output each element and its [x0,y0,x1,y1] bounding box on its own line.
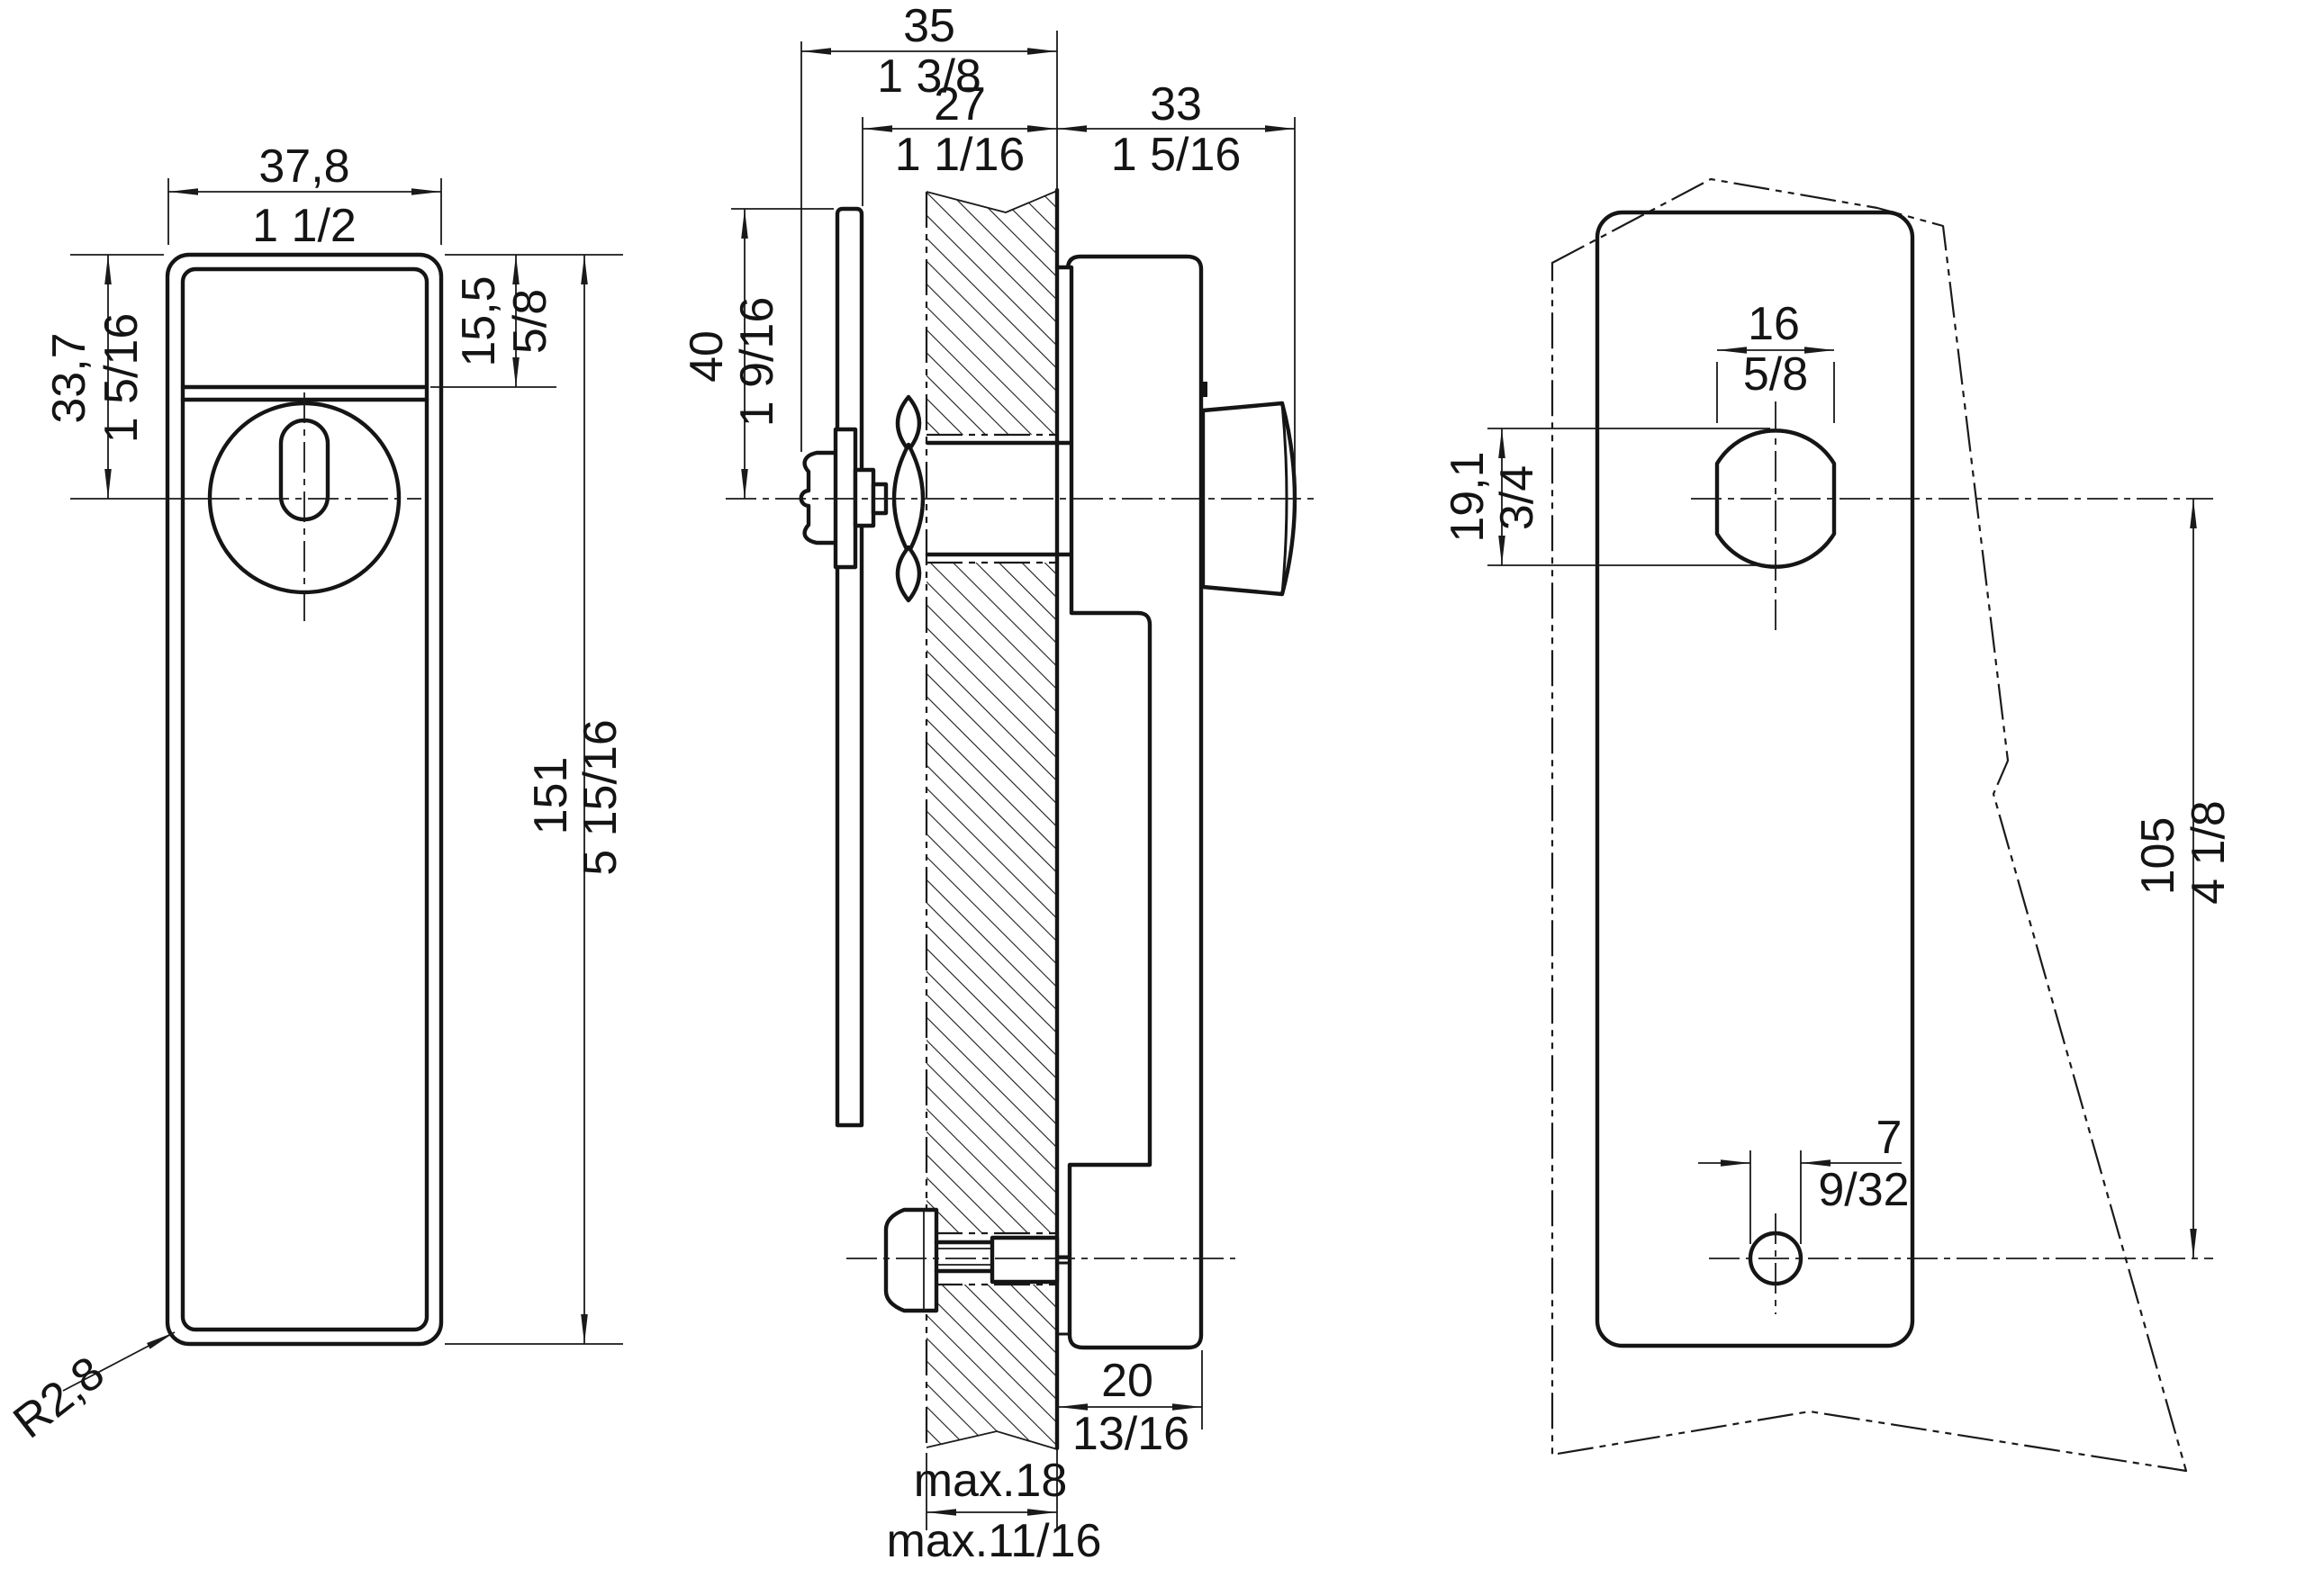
dim-front-width-mm: 37,8 [258,140,349,193]
dim-screw-hole-diameter-mm: 7 [1876,1112,1903,1164]
spacer-step-outer [853,467,876,528]
grip-bar-section [835,206,864,1128]
door-section-hatch-bottom [927,1285,1057,1449]
dim-head-height-mm: 15,5 [453,275,505,366]
dim-front-width-in: 1 1/2 [252,200,357,252]
dim-head-height-in: 5/8 [504,289,556,354]
radius-leader-line [62,1331,176,1392]
dim-door-thickness-in: max.11/16 [887,1515,1102,1567]
star-washer-tooth-top [895,394,922,453]
plate-outer-outline [165,252,444,1347]
fixing-nut-profile [799,450,840,546]
dim-cutout-top-to-center-mm: 40 [681,330,733,383]
door-cutout-outline [1595,210,1915,1348]
dim-top-to-center-mm: 33,7 [43,332,95,423]
mounting-view: 16 5/8 19,1 3/4 105 4 1/8 7 9/32 [1442,177,2235,1473]
door-panel-outline-phantom [1550,177,2188,1473]
dim-depth-front-in: 1 1/16 [895,129,1026,181]
dim-hole-distance-in: 4 1/8 [2183,800,2235,905]
dim-depth-total-mm: 35 [903,0,955,52]
double-d-spindle-hole [1714,428,1837,569]
dim-spindle-hole-height-mm: 19,1 [1442,451,1494,542]
dim-door-thickness-mm: max.18 [914,1455,1068,1507]
star-washer-tooth-bottom [895,545,922,603]
section-view: 35 1 3/8 27 1 1/16 33 1 5/16 40 1 9/16 2… [681,0,1316,1567]
front-view: 37,8 1 1/2 33,7 1 5/16 15,5 5/8 151 5 15… [4,140,627,1448]
dim-depth-total-in: 1 3/8 [877,50,981,103]
fixing-screw-head [883,1207,939,1313]
dim-rear-offset-in: 13/16 [1072,1408,1189,1460]
dim-spindle-hole-height-in: 3/4 [1491,465,1543,530]
dim-spindle-hole-width-mm: 16 [1748,298,1800,350]
dim-depth-front-mm: 27 [934,78,986,131]
door-break-line-bottom [926,1430,1058,1450]
threaded-insert [990,1235,1060,1285]
door-section-hatch-top [927,191,1057,435]
dim-spindle-hole-width-in: 5/8 [1743,348,1808,401]
plate-inner-outline [180,266,429,1332]
dim-depth-rear-mm: 33 [1150,78,1202,131]
dim-top-to-center-in: 1 5/16 [95,313,148,444]
dim-total-height-in: 5 15/16 [574,719,627,876]
dim-screw-hole-diameter-in: 9/32 [1818,1164,1909,1216]
lock-body-outline [1054,254,1204,1350]
dim-hole-distance-mm: 105 [2132,817,2184,896]
dim-cutout-top-to-center-in: 1 9/16 [731,297,783,428]
dim-depth-rear-in: 1 5/16 [1111,129,1242,181]
door-break-line-top [926,190,1058,213]
dim-rear-offset-mm: 20 [1101,1355,1153,1407]
dim-total-height-mm: 151 [525,757,577,835]
latch-nub [1201,382,1207,397]
door-section-hatch-middle [927,563,1057,1233]
dim-corner-radius-label: R2,8 [4,1347,113,1448]
